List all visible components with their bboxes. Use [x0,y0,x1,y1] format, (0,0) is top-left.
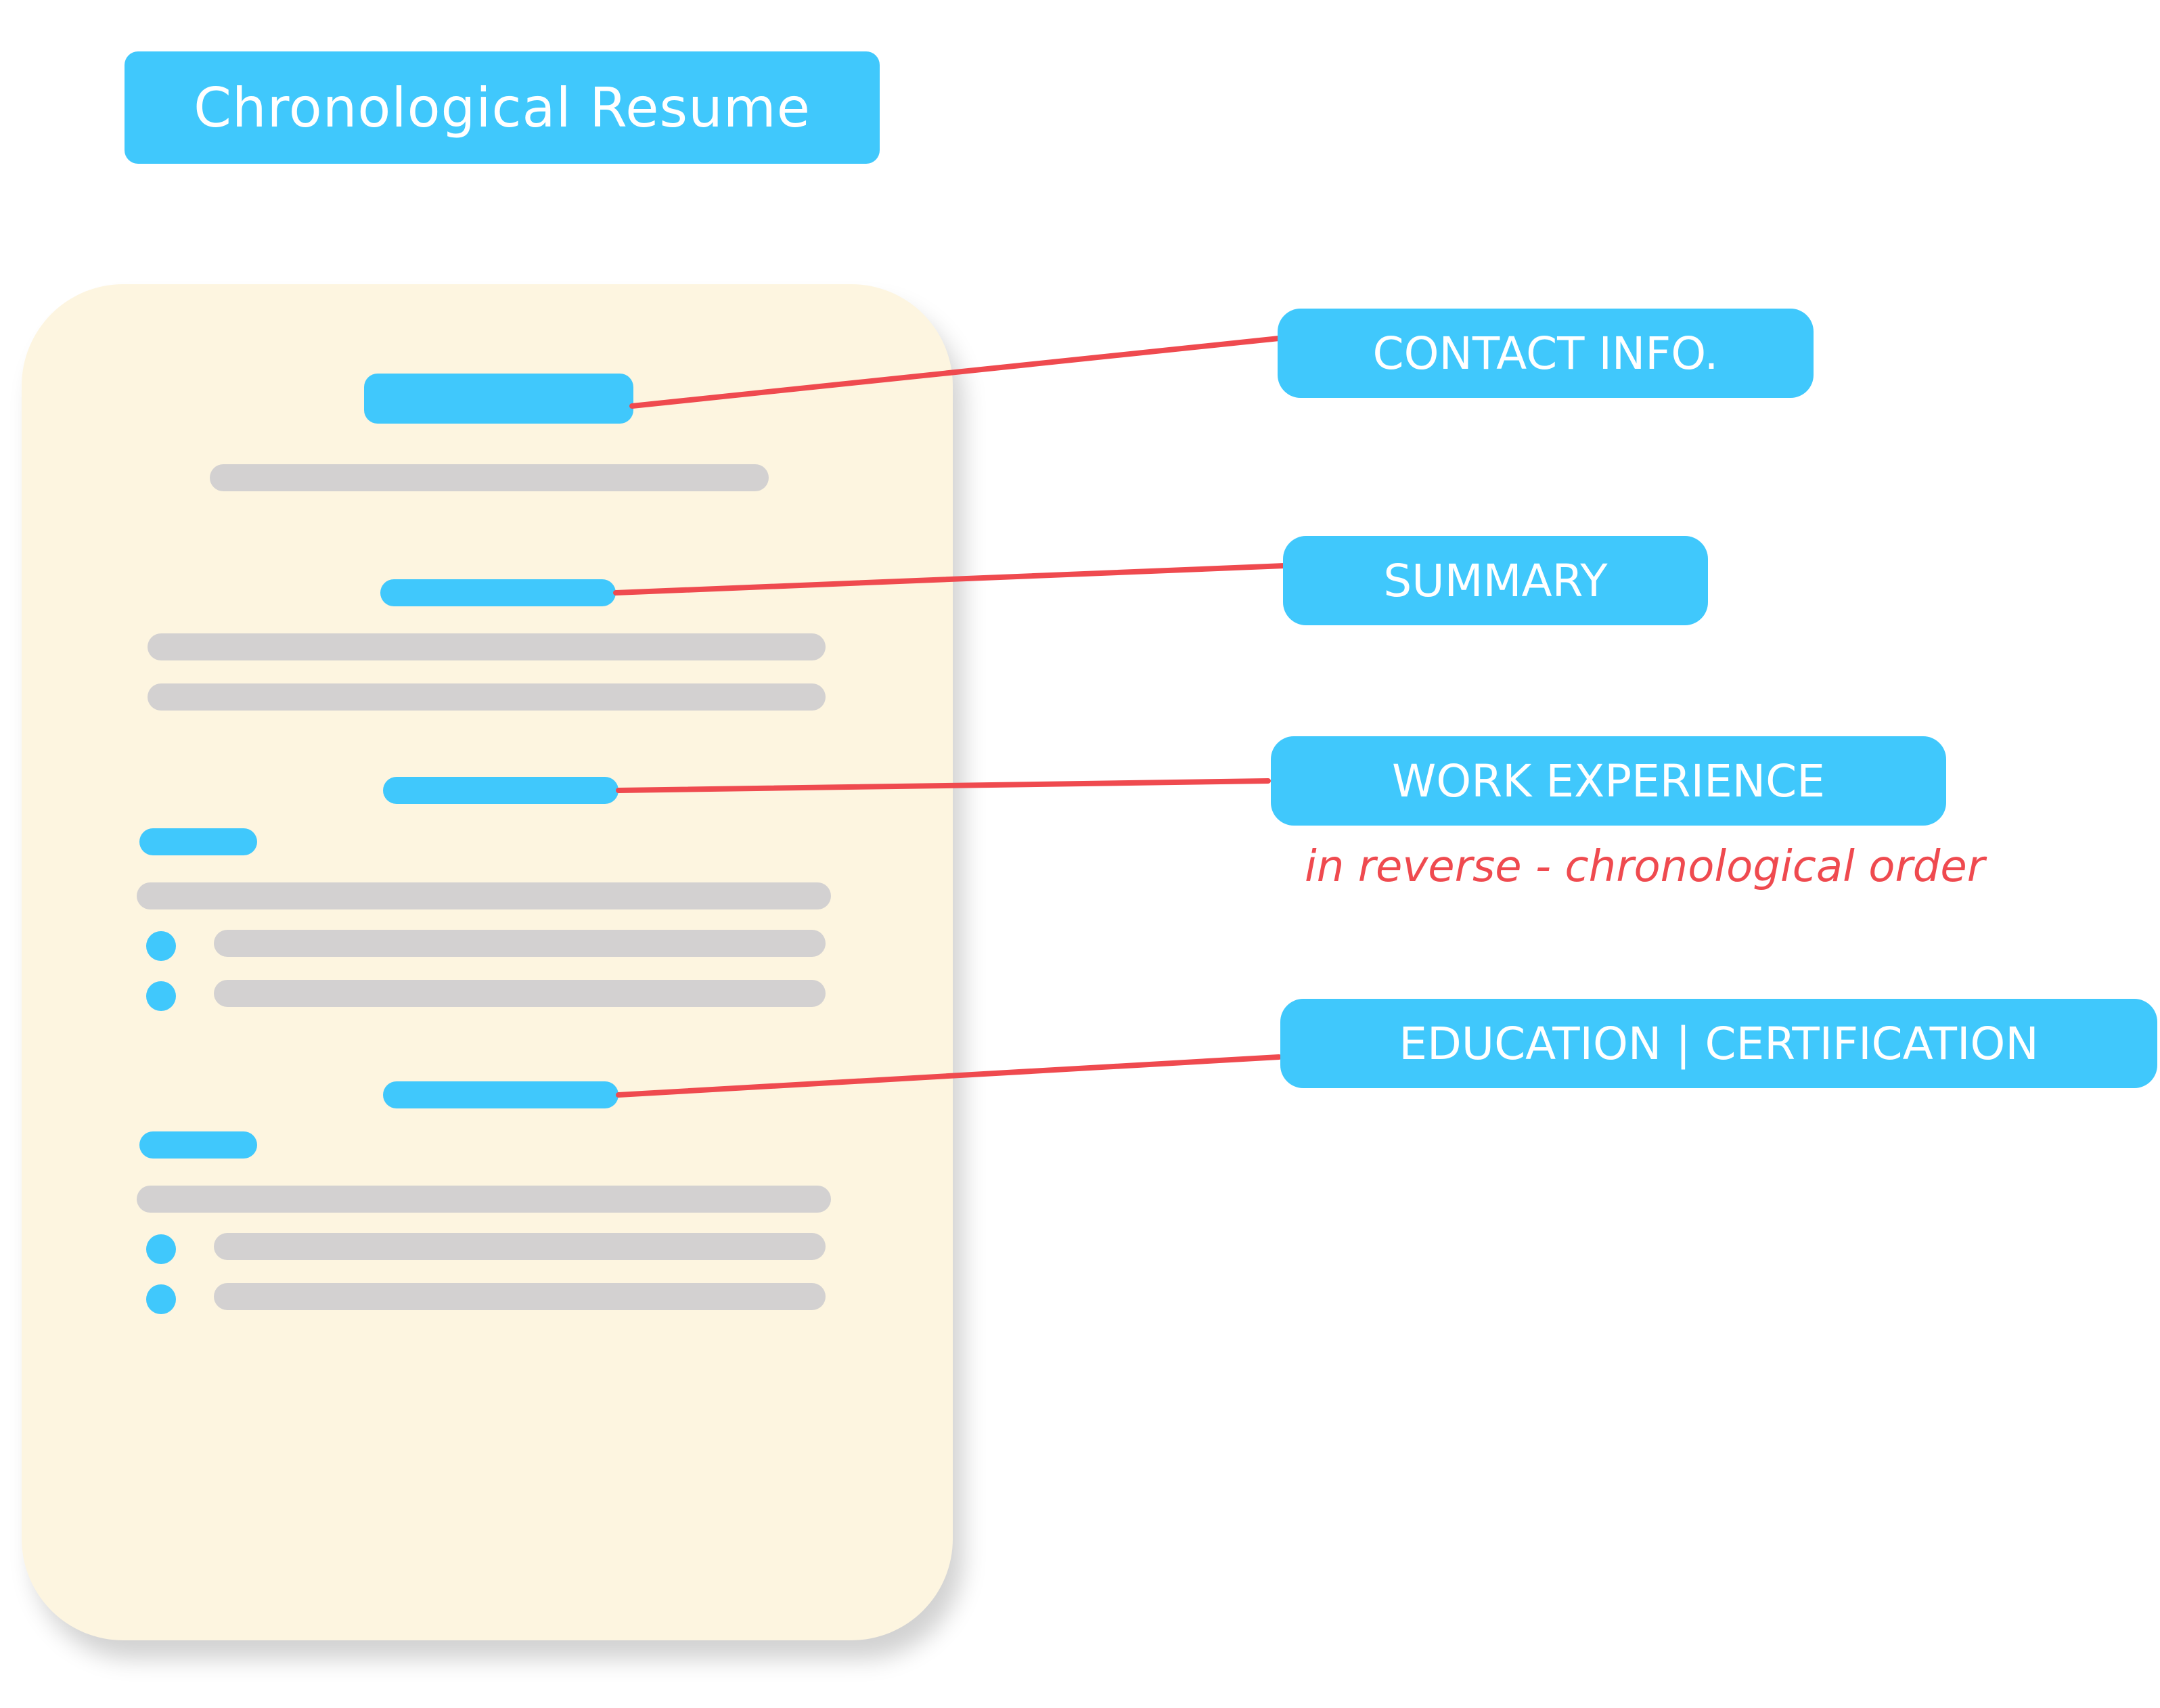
work-heading-bar [383,777,618,804]
education-bullet-line [214,1283,826,1310]
education-title-bar [139,1131,257,1159]
bullet-dot [146,1284,176,1314]
contact-detail-line [210,464,769,491]
work-order-note: in reverse - chronological order [1305,842,1985,892]
contact-info-label: CONTACT INFO. [1278,309,1814,398]
contact-info-bar [364,374,633,424]
education-heading-bar [383,1081,618,1108]
diagram-title: Chronological Resume [125,51,880,164]
bullet-dot [146,931,176,961]
education-certification-label: EDUCATION | CERTIFICATION [1280,999,2157,1088]
work-experience-label: WORK EXPERIENCE [1271,736,1946,826]
education-bullet-line [214,1233,826,1260]
summary-line [148,633,826,660]
bullet-dot [146,1234,176,1264]
work-bullet-line [214,930,826,957]
summary-heading-bar [380,579,616,606]
work-bullet-line [214,980,826,1007]
bullet-dot [146,981,176,1011]
resume-document [22,284,953,1640]
work-job-title-bar [139,828,257,855]
education-detail-line [137,1186,831,1213]
summary-label: SUMMARY [1283,536,1708,625]
summary-line [148,683,826,711]
work-detail-line [137,882,831,909]
